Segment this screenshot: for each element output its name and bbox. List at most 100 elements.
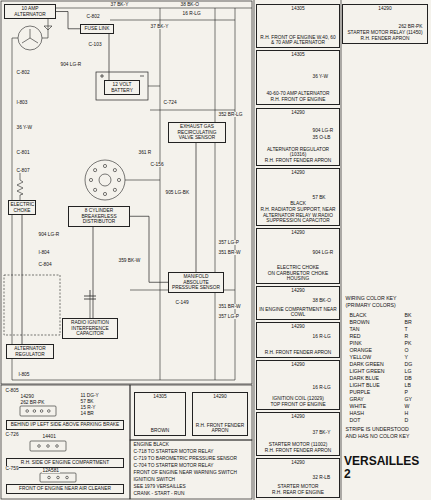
connector-pin [48, 476, 51, 479]
color-key-entry: BROWN [349, 320, 370, 326]
color-key-entry: YELLOW [349, 355, 372, 361]
node-text: 14290 [195, 394, 246, 400]
regulator-outline [4, 275, 60, 335]
color-key-entry: LG [404, 369, 412, 375]
wire-label: FRONT OF ENGINE NEAR WARNING SWITCH [133, 470, 237, 475]
wire-label: C-804 [38, 262, 52, 267]
node-text: ELECTRIC CHOKE [11, 202, 34, 213]
wire-label: 38 BK-O [312, 298, 331, 303]
distributor-symbol [85, 160, 125, 200]
connector-panel: 14290R.H. FRONT FENDER APRON [192, 392, 248, 436]
node-text: STARTER MOTOR [259, 484, 338, 490]
node-text: FRONT OF ENGINE NEAR AIR CLEANER [9, 486, 122, 492]
wire-label: 57 BK [80, 399, 94, 404]
wire-label: C-724 [163, 100, 177, 105]
node-text: RADIO IGNITION INTERFERENCE CAPACITOR [65, 320, 116, 337]
node-text: 40-60-70 AMP ALTERNATOR [259, 91, 338, 97]
node-text: R.H. FENDER APRON [345, 36, 426, 42]
component-box: RADIO IGNITION INTERFERENCE CAPACITOR [62, 318, 118, 339]
distributor-pin [113, 169, 116, 172]
node-text: R.H. FRONT FENDER APRON [259, 448, 338, 454]
node-text: 14305 [137, 394, 184, 400]
color-key-entry: R [404, 334, 409, 340]
drawing-stroke [84, 296, 96, 299]
drawing-stroke [1, 1, 252, 384]
wire-label: 262 BR-PK [398, 24, 423, 29]
drawing-stroke [12, 380, 235, 381]
component-box: FUSE LINK [80, 24, 114, 34]
node-text: 14290 [259, 288, 338, 294]
wire-label: 904 LG-R [312, 250, 334, 255]
node-text: IN ENGINE COMPARTMENT NEAR COWL [259, 307, 338, 318]
connector-pin [56, 445, 59, 448]
wire-label: 38 BK-O [180, 2, 199, 7]
connector-pin [66, 476, 69, 479]
connector-body [20, 406, 56, 416]
node-text: 10 AMP ALTERNATOR [7, 6, 54, 17]
component-box: ELECTRIC CHOKE [8, 200, 36, 215]
color-key-entry: T [404, 327, 408, 333]
node-text: R.H. FRONT FENDER APRON [259, 158, 338, 164]
node-text: 14305 [259, 6, 338, 12]
color-key-entry: BR [404, 320, 412, 326]
page-title: VERSAILLES 2 [344, 455, 424, 481]
capacitor-symbol [84, 290, 96, 299]
wire-label: 37 BK-Y [110, 2, 129, 7]
connector-pin [48, 410, 51, 413]
color-key-entry: ORANGE [349, 348, 372, 354]
color-key-entry: WIRING COLOR KEY [345, 296, 397, 302]
wire-label: C-149 [175, 300, 189, 305]
component-box: EXHAUST GAS RECIRCULATING VALVE SENSOR [168, 122, 226, 143]
wire-label: C-802 [16, 70, 30, 75]
color-key-entry: WHITE [349, 404, 367, 410]
node-text: R.H. FRONT OF ENGINE [259, 97, 338, 103]
wires [12, 8, 252, 380]
wire-label: 37 BK-Y [150, 24, 169, 29]
wire-label: 14290 [20, 394, 34, 399]
component-box: BEHIND I/P LEFT SIDE ABOVE PARKING BRAKE [6, 420, 124, 430]
wire-label: 359 BK-W [118, 258, 141, 263]
node-text: R.H. FRONT FENDER APRON [195, 423, 246, 434]
node-text: 14290 [259, 170, 338, 176]
component-box: FRONT OF ENGINE NEAR AIR CLEANER [6, 484, 124, 494]
node-text: IGNITION COIL (12029) [259, 396, 338, 402]
node-text: 14290 [259, 230, 338, 236]
color-key-entry: LB [404, 383, 411, 389]
wire-label: 351 BR-W [218, 304, 241, 309]
drawing-stroke [90, 290, 91, 296]
color-key-entry: DB [404, 376, 412, 382]
node-text: MANIFOLD ABSOLUTE PRESSURE SENSOR [171, 274, 222, 291]
drawing-stroke [160, 8, 161, 380]
distributor-pin [113, 188, 116, 191]
color-key-entry: LIGHT BLUE [349, 383, 380, 389]
drawing-stroke [130, 385, 252, 440]
wire-label: 35 O-LB [312, 135, 331, 140]
wire-label: 351 BR-W [218, 250, 241, 255]
choke-symbol [17, 180, 23, 195]
color-key-entry: DARK BLUE [349, 376, 379, 382]
wire-label: 357 LG-P [218, 240, 240, 245]
wire-label: I-803 [16, 100, 28, 105]
wire-label: C-156 [150, 162, 164, 167]
color-key-entry: P [404, 390, 408, 396]
node-text: R.H. FRONT FENDER APRON [259, 350, 338, 356]
color-key-entry: STRIPE IS UNDERSTOOD [345, 427, 409, 433]
wire-label: C-802 [86, 14, 100, 19]
drawing-stroke [22, 29, 38, 43]
node-text: 8 CYLINDER BREAKERLESS DISTRIBUTOR [71, 208, 128, 225]
node-text: ALTERNATOR REGULATOR [9, 346, 52, 357]
wire-label: I-804 [38, 250, 50, 255]
wire-label: 16 R-LG [312, 385, 331, 390]
wire-label: 12A581 [42, 468, 60, 473]
drawing-stroke [235, 8, 236, 380]
wire-label: 904 LG-R [60, 62, 82, 67]
wire-label: C-805 [5, 388, 19, 393]
component-box: ALTERNATOR REGULATOR [6, 344, 54, 359]
color-key-entry: H [404, 411, 409, 417]
connector-pin [33, 410, 36, 413]
color-key-entry: PURPLE [349, 390, 371, 396]
color-key-entry: BK [404, 313, 412, 319]
